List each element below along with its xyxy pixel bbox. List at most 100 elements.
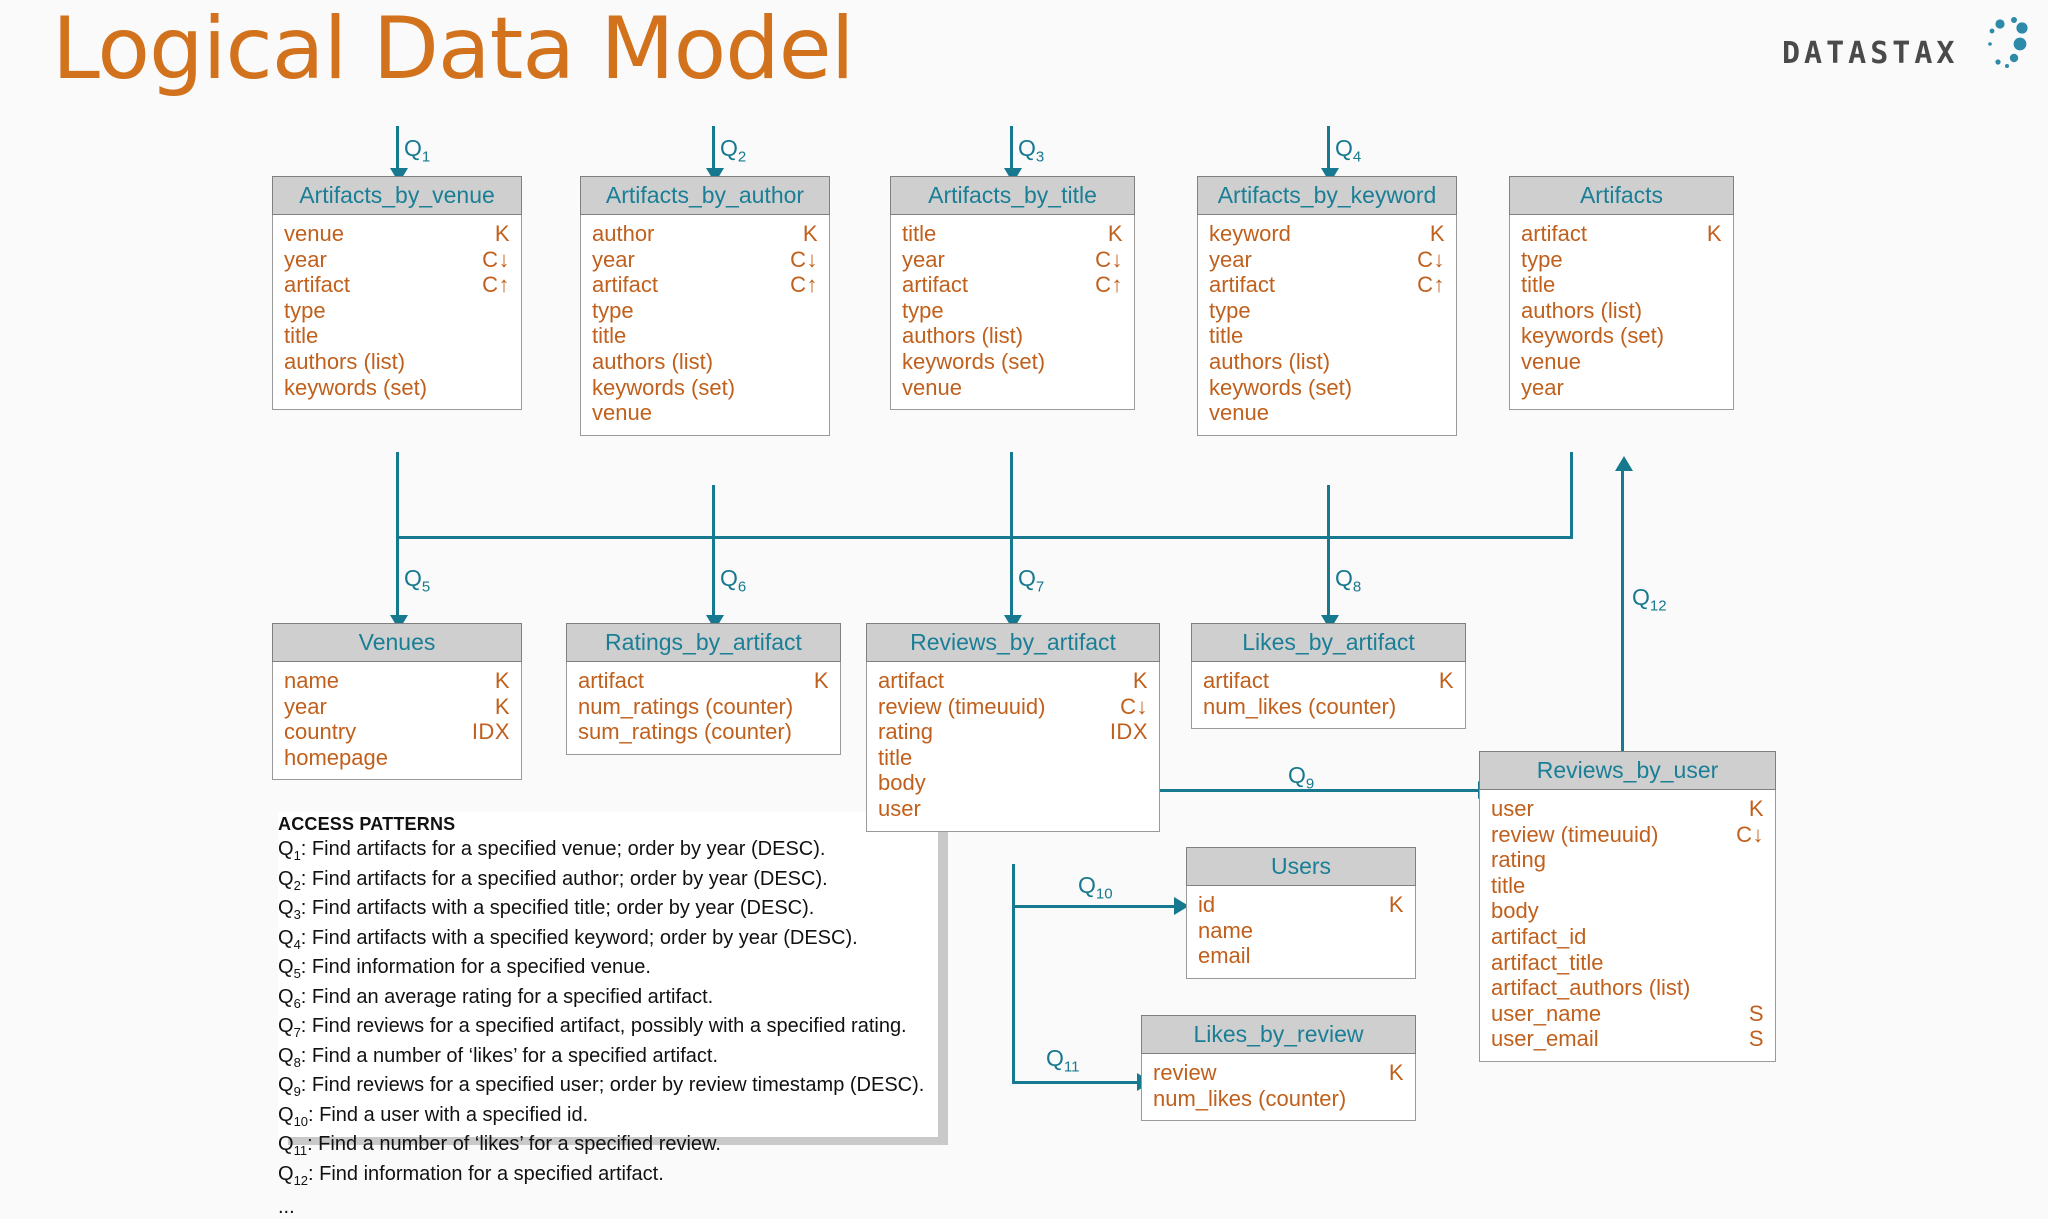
column-key: C↓ (1095, 246, 1123, 272)
access-patterns-panel (278, 812, 938, 1137)
column-name: keywords (set) (1521, 323, 1665, 349)
column-name: type (592, 297, 634, 323)
column-key: K (1388, 892, 1404, 917)
column-key: K (813, 668, 829, 693)
table-row: num_ratings (counter) (578, 694, 829, 720)
column-key: K (494, 668, 510, 693)
column-name: artifact_authors (list) (1491, 975, 1691, 1001)
datastax-logo: DATASTAX (1782, 14, 2032, 76)
column-name: type (284, 297, 326, 323)
column-key: IDX (471, 719, 510, 745)
datastax-wordmark: DATASTAX (1782, 36, 1959, 71)
connector-q3 (1010, 126, 1013, 172)
column-name: venue (592, 400, 652, 426)
column-name: year (1521, 374, 1564, 400)
column-name: sum_ratings (counter) (578, 719, 792, 745)
column-name: artifact (1521, 221, 1588, 246)
table-row: review (timeuuid)C↓ (1491, 822, 1764, 848)
table-row: venue (902, 375, 1123, 401)
access-pattern-item: Q3: Find artifacts with a specified titl… (278, 897, 815, 922)
access-pattern-item: Q5: Find information for a specified ven… (278, 956, 651, 981)
table-row: type (902, 298, 1123, 324)
column-key: S (1748, 1026, 1764, 1052)
table-row: keywords (set) (1521, 323, 1722, 349)
column-name: body (878, 770, 926, 796)
query-label-q5: Q5 (404, 565, 431, 596)
query-label-q8: Q8 (1335, 565, 1362, 596)
table-row: artifact_title (1491, 950, 1764, 976)
table-row: title (1209, 323, 1445, 349)
column-name: keyword (1209, 221, 1291, 246)
column-name: keywords (set) (1209, 374, 1353, 400)
column-name: title (284, 323, 319, 349)
column-name: email (1198, 943, 1251, 969)
connector-q8 (1327, 536, 1330, 622)
table-row: venue (1209, 400, 1445, 426)
column-key: S (1748, 1000, 1764, 1026)
access-patterns-ellipsis: ... (278, 1196, 295, 1218)
access-pattern-item: Q12: Find information for a specified ar… (278, 1162, 664, 1188)
connector-q4 (1327, 126, 1330, 172)
slide-canvas: Logical Data Model DATASTAX (52, 6, 2032, 1218)
column-key: K (1132, 668, 1148, 693)
connector-q2 (712, 126, 715, 172)
table-row: num_likes (counter) (1153, 1086, 1404, 1112)
table-row: authors (list) (592, 349, 818, 375)
table-row: review (timeuuid)C↓ (878, 694, 1148, 720)
query-label-q6: Q6 (720, 565, 747, 596)
access-pattern-item: Q4: Find artifacts with a specified keyw… (278, 926, 858, 952)
table-row: title (878, 745, 1148, 771)
column-name: keywords (set) (284, 374, 428, 400)
column-name: user_name (1491, 1000, 1602, 1026)
column-key: IDX (1109, 719, 1148, 745)
column-key: C↓ (1417, 246, 1445, 272)
column-name: artifact (878, 668, 945, 693)
column-name: authors (list) (1521, 297, 1643, 323)
connector-q6 (712, 536, 715, 622)
bus-stub-venue (396, 452, 399, 538)
table-row: authors (list) (284, 349, 510, 375)
connector-q7 (1010, 536, 1013, 622)
query-label-q4: Q4 (1335, 135, 1362, 166)
table-header-reviews-by-user: Reviews_by_user (1479, 751, 1776, 790)
column-key: K (1107, 221, 1123, 246)
column-name: artifact (1203, 668, 1270, 693)
column-name: author (592, 221, 655, 246)
column-name: authors (list) (1209, 348, 1331, 374)
access-patterns-heading: ACCESS PATTERNS (278, 814, 456, 834)
column-name: user_email (1491, 1026, 1599, 1052)
column-name: title (1491, 872, 1526, 898)
table-row: user (878, 796, 1148, 822)
